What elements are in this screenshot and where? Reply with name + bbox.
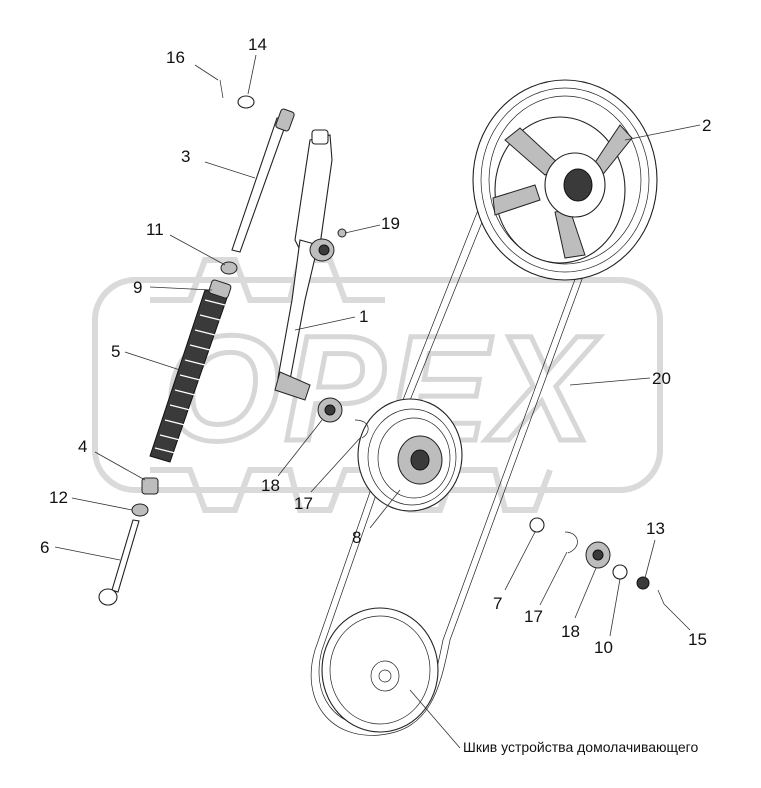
- tension-rod: [231, 108, 295, 253]
- callout-10: 10: [594, 638, 613, 657]
- callout-18-lower: 18: [561, 622, 580, 641]
- small-pulley: [357, 398, 463, 512]
- callout-18-upper: 18: [261, 476, 280, 495]
- callout-19: 19: [381, 214, 400, 233]
- callout-4: 4: [78, 437, 87, 456]
- callout-7: 7: [493, 594, 502, 613]
- callout-3: 3: [181, 147, 190, 166]
- callout-8: 8: [352, 528, 361, 547]
- callout-6: 6: [40, 538, 49, 557]
- callout-12: 12: [49, 488, 68, 507]
- left-hardware: [98, 79, 255, 606]
- callout-11: 11: [146, 220, 164, 239]
- right-hardware: [529, 517, 665, 605]
- tension-lever: [274, 129, 335, 401]
- large-pulley: [472, 79, 658, 281]
- callout-17-lower: 17: [524, 607, 543, 626]
- callout-17-upper: 17: [294, 494, 313, 513]
- callout-16: 16: [166, 48, 185, 67]
- callout-9: 9: [133, 278, 142, 297]
- threshing-device-pulley: [321, 607, 439, 733]
- callout-1: 1: [359, 307, 368, 326]
- callout-13: 13: [646, 519, 665, 538]
- spring: [149, 279, 232, 463]
- callout-15: 15: [688, 630, 707, 649]
- leader-lines: [54, 54, 701, 749]
- callouts: 16 14 3 11 19 9 1 5 2 20 4 18 17 12 8 6 …: [40, 35, 711, 657]
- callout-20: 20: [652, 369, 671, 388]
- callout-5: 5: [111, 342, 120, 361]
- callout-2: 2: [702, 116, 711, 135]
- callout-14: 14: [248, 35, 267, 54]
- pulley-caption: Шкив устройства домолачивающего: [463, 739, 698, 755]
